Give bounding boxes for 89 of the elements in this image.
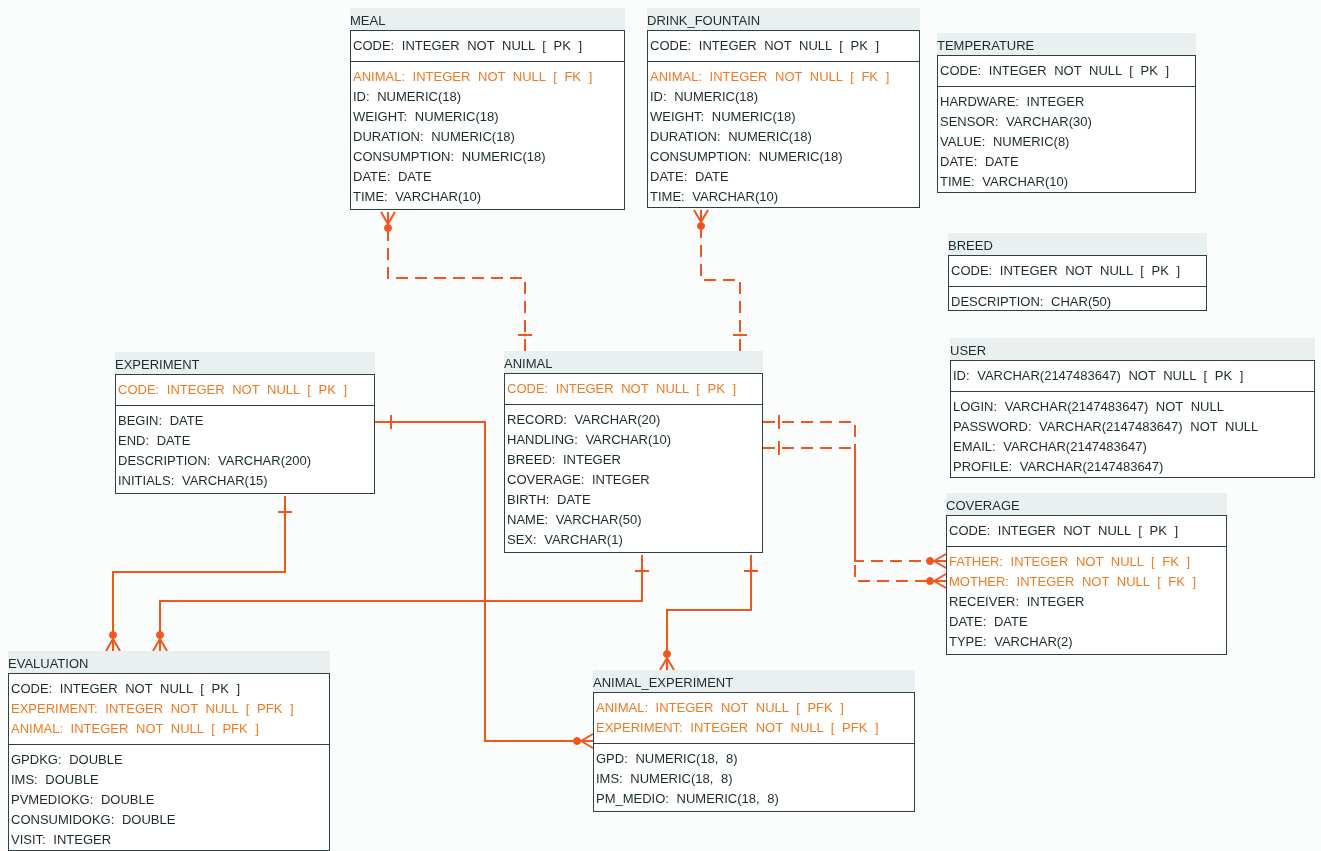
column-definition: VISIT: INTEGER xyxy=(11,831,112,849)
entity-table xyxy=(350,8,625,210)
table-title: ANIMAL_EXPERIMENT xyxy=(593,674,734,692)
column-definition: SENSOR: VARCHAR(30) xyxy=(940,113,1092,131)
entity-table xyxy=(593,670,915,812)
column-definition: CONSUMPTION: NUMERIC(18) xyxy=(650,148,843,166)
column-definition: CONSUMPTION: NUMERIC(18) xyxy=(353,148,546,166)
column-definition: ANIMAL: INTEGER NOT NULL [ PFK ] xyxy=(596,699,844,717)
column-definition: ANIMAL: INTEGER NOT NULL [ FK ] xyxy=(650,68,890,86)
column-definition: TIME: VARCHAR(10) xyxy=(650,188,778,206)
column-definition: PM_MEDIO: NUMERIC(18, 8) xyxy=(596,790,779,808)
table-title: EVALUATION xyxy=(8,655,89,673)
column-definition: TIME: VARCHAR(10) xyxy=(353,188,481,206)
column-definition: INITIALS: VARCHAR(15) xyxy=(118,472,268,490)
column-definition: CODE: INTEGER NOT NULL [ PK ] xyxy=(118,381,348,399)
column-definition: CODE: INTEGER NOT NULL [ PK ] xyxy=(353,37,583,55)
column-definition: CODE: INTEGER NOT NULL [ PK ] xyxy=(650,37,880,55)
relationship-line xyxy=(693,209,748,352)
column-definition: RECORD: VARCHAR(20) xyxy=(507,411,661,429)
column-definition: WEIGHT: NUMERIC(18) xyxy=(650,108,796,126)
relationship-line xyxy=(380,211,533,352)
column-definition: TYPE: VARCHAR(2) xyxy=(949,633,1073,651)
column-definition: NAME: VARCHAR(50) xyxy=(507,511,642,529)
table-title: EXPERIMENT xyxy=(115,356,200,374)
entity-table xyxy=(937,33,1196,193)
entity-table xyxy=(946,493,1227,655)
column-definition: DATE: DATE xyxy=(353,168,432,186)
entity-table xyxy=(8,651,330,851)
column-definition: CODE: INTEGER NOT NULL [ PK ] xyxy=(940,62,1170,80)
column-definition: GPDKG: DOUBLE xyxy=(11,751,123,769)
column-definition: TIME: VARCHAR(10) xyxy=(940,173,1068,191)
column-definition: ID: NUMERIC(18) xyxy=(353,88,461,106)
table-title: COVERAGE xyxy=(946,497,1020,515)
column-definition: IMS: DOUBLE xyxy=(11,771,99,789)
column-definition: DESCRIPTION: CHAR(50) xyxy=(951,293,1112,311)
column-definition: BREED: INTEGER xyxy=(507,451,621,469)
column-definition: IMS: NUMERIC(18, 8) xyxy=(596,770,733,788)
column-definition: DATE: DATE xyxy=(650,168,729,186)
column-definition: PVMEDIOKG: DOUBLE xyxy=(11,791,155,809)
column-definition: PROFILE: VARCHAR(2147483647) xyxy=(953,458,1164,476)
column-definition: PASSWORD: VARCHAR(2147483647) NOT NULL xyxy=(953,418,1259,436)
column-definition: CODE: INTEGER NOT NULL [ PK ] xyxy=(507,380,737,398)
table-title: DRINK_FOUNTAIN xyxy=(647,12,761,30)
relationship-line xyxy=(659,554,759,671)
column-definition: RECEIVER: INTEGER xyxy=(949,593,1085,611)
entity-table xyxy=(647,8,920,208)
column-definition: HARDWARE: INTEGER xyxy=(940,93,1085,111)
table-title: BREED xyxy=(948,237,993,255)
column-definition: EXPERIMENT: INTEGER NOT NULL [ PFK ] xyxy=(11,700,294,718)
column-definition: ID: NUMERIC(18) xyxy=(650,88,758,106)
column-definition: EXPERIMENT: INTEGER NOT NULL [ PFK ] xyxy=(596,719,879,737)
column-definition: END: DATE xyxy=(118,432,191,450)
column-definition: BEGIN: DATE xyxy=(118,412,204,430)
column-definition: ANIMAL: INTEGER NOT NULL [ PFK ] xyxy=(11,720,259,738)
column-definition: CODE: INTEGER NOT NULL [ PK ] xyxy=(951,262,1181,280)
column-definition: CODE: INTEGER NOT NULL [ PK ] xyxy=(11,680,241,698)
column-definition: FATHER: INTEGER NOT NULL [ FK ] xyxy=(949,553,1191,571)
column-definition: VALUE: NUMERIC(8) xyxy=(940,133,1070,151)
column-definition: SEX: VARCHAR(1) xyxy=(507,531,623,549)
column-definition: GPD: NUMERIC(18, 8) xyxy=(596,750,738,768)
column-definition: EMAIL: VARCHAR(2147483647) xyxy=(953,438,1147,456)
column-definition: BIRTH: DATE xyxy=(507,491,591,509)
column-definition: DURATION: NUMERIC(18) xyxy=(353,128,515,146)
column-definition: DURATION: NUMERIC(18) xyxy=(650,128,812,146)
table-title: USER xyxy=(950,342,987,360)
table-title: MEAL xyxy=(350,12,386,30)
column-definition: ANIMAL: INTEGER NOT NULL [ FK ] xyxy=(353,68,593,86)
entity-table xyxy=(504,351,763,553)
relationship-line xyxy=(762,440,947,589)
relationship-line xyxy=(152,554,650,652)
column-definition: LOGIN: VARCHAR(2147483647) NOT NULL xyxy=(953,398,1224,416)
column-definition: DESCRIPTION: VARCHAR(200) xyxy=(118,452,311,470)
column-definition: MOTHER: INTEGER NOT NULL [ FK ] xyxy=(949,573,1197,591)
entity-table xyxy=(115,352,375,494)
entity-table xyxy=(950,338,1315,478)
relationship-line xyxy=(762,414,947,569)
column-definition: WEIGHT: NUMERIC(18) xyxy=(353,108,499,126)
column-definition: DATE: DATE xyxy=(940,153,1019,171)
column-definition: DATE: DATE xyxy=(949,613,1028,631)
column-definition: HANDLING: VARCHAR(10) xyxy=(507,431,672,449)
column-definition: CODE: INTEGER NOT NULL [ PK ] xyxy=(949,522,1179,540)
column-definition: CONSUMIDOKG: DOUBLE xyxy=(11,811,176,829)
column-definition: COVERAGE: INTEGER xyxy=(507,471,650,489)
table-title: ANIMAL xyxy=(504,355,553,373)
table-title: TEMPERATURE xyxy=(937,37,1035,55)
relationship-line xyxy=(105,495,293,652)
entity-table xyxy=(948,233,1207,311)
column-definition: ID: VARCHAR(2147483647) NOT NULL [ PK ] xyxy=(953,367,1244,385)
relationship-line xyxy=(374,414,594,749)
